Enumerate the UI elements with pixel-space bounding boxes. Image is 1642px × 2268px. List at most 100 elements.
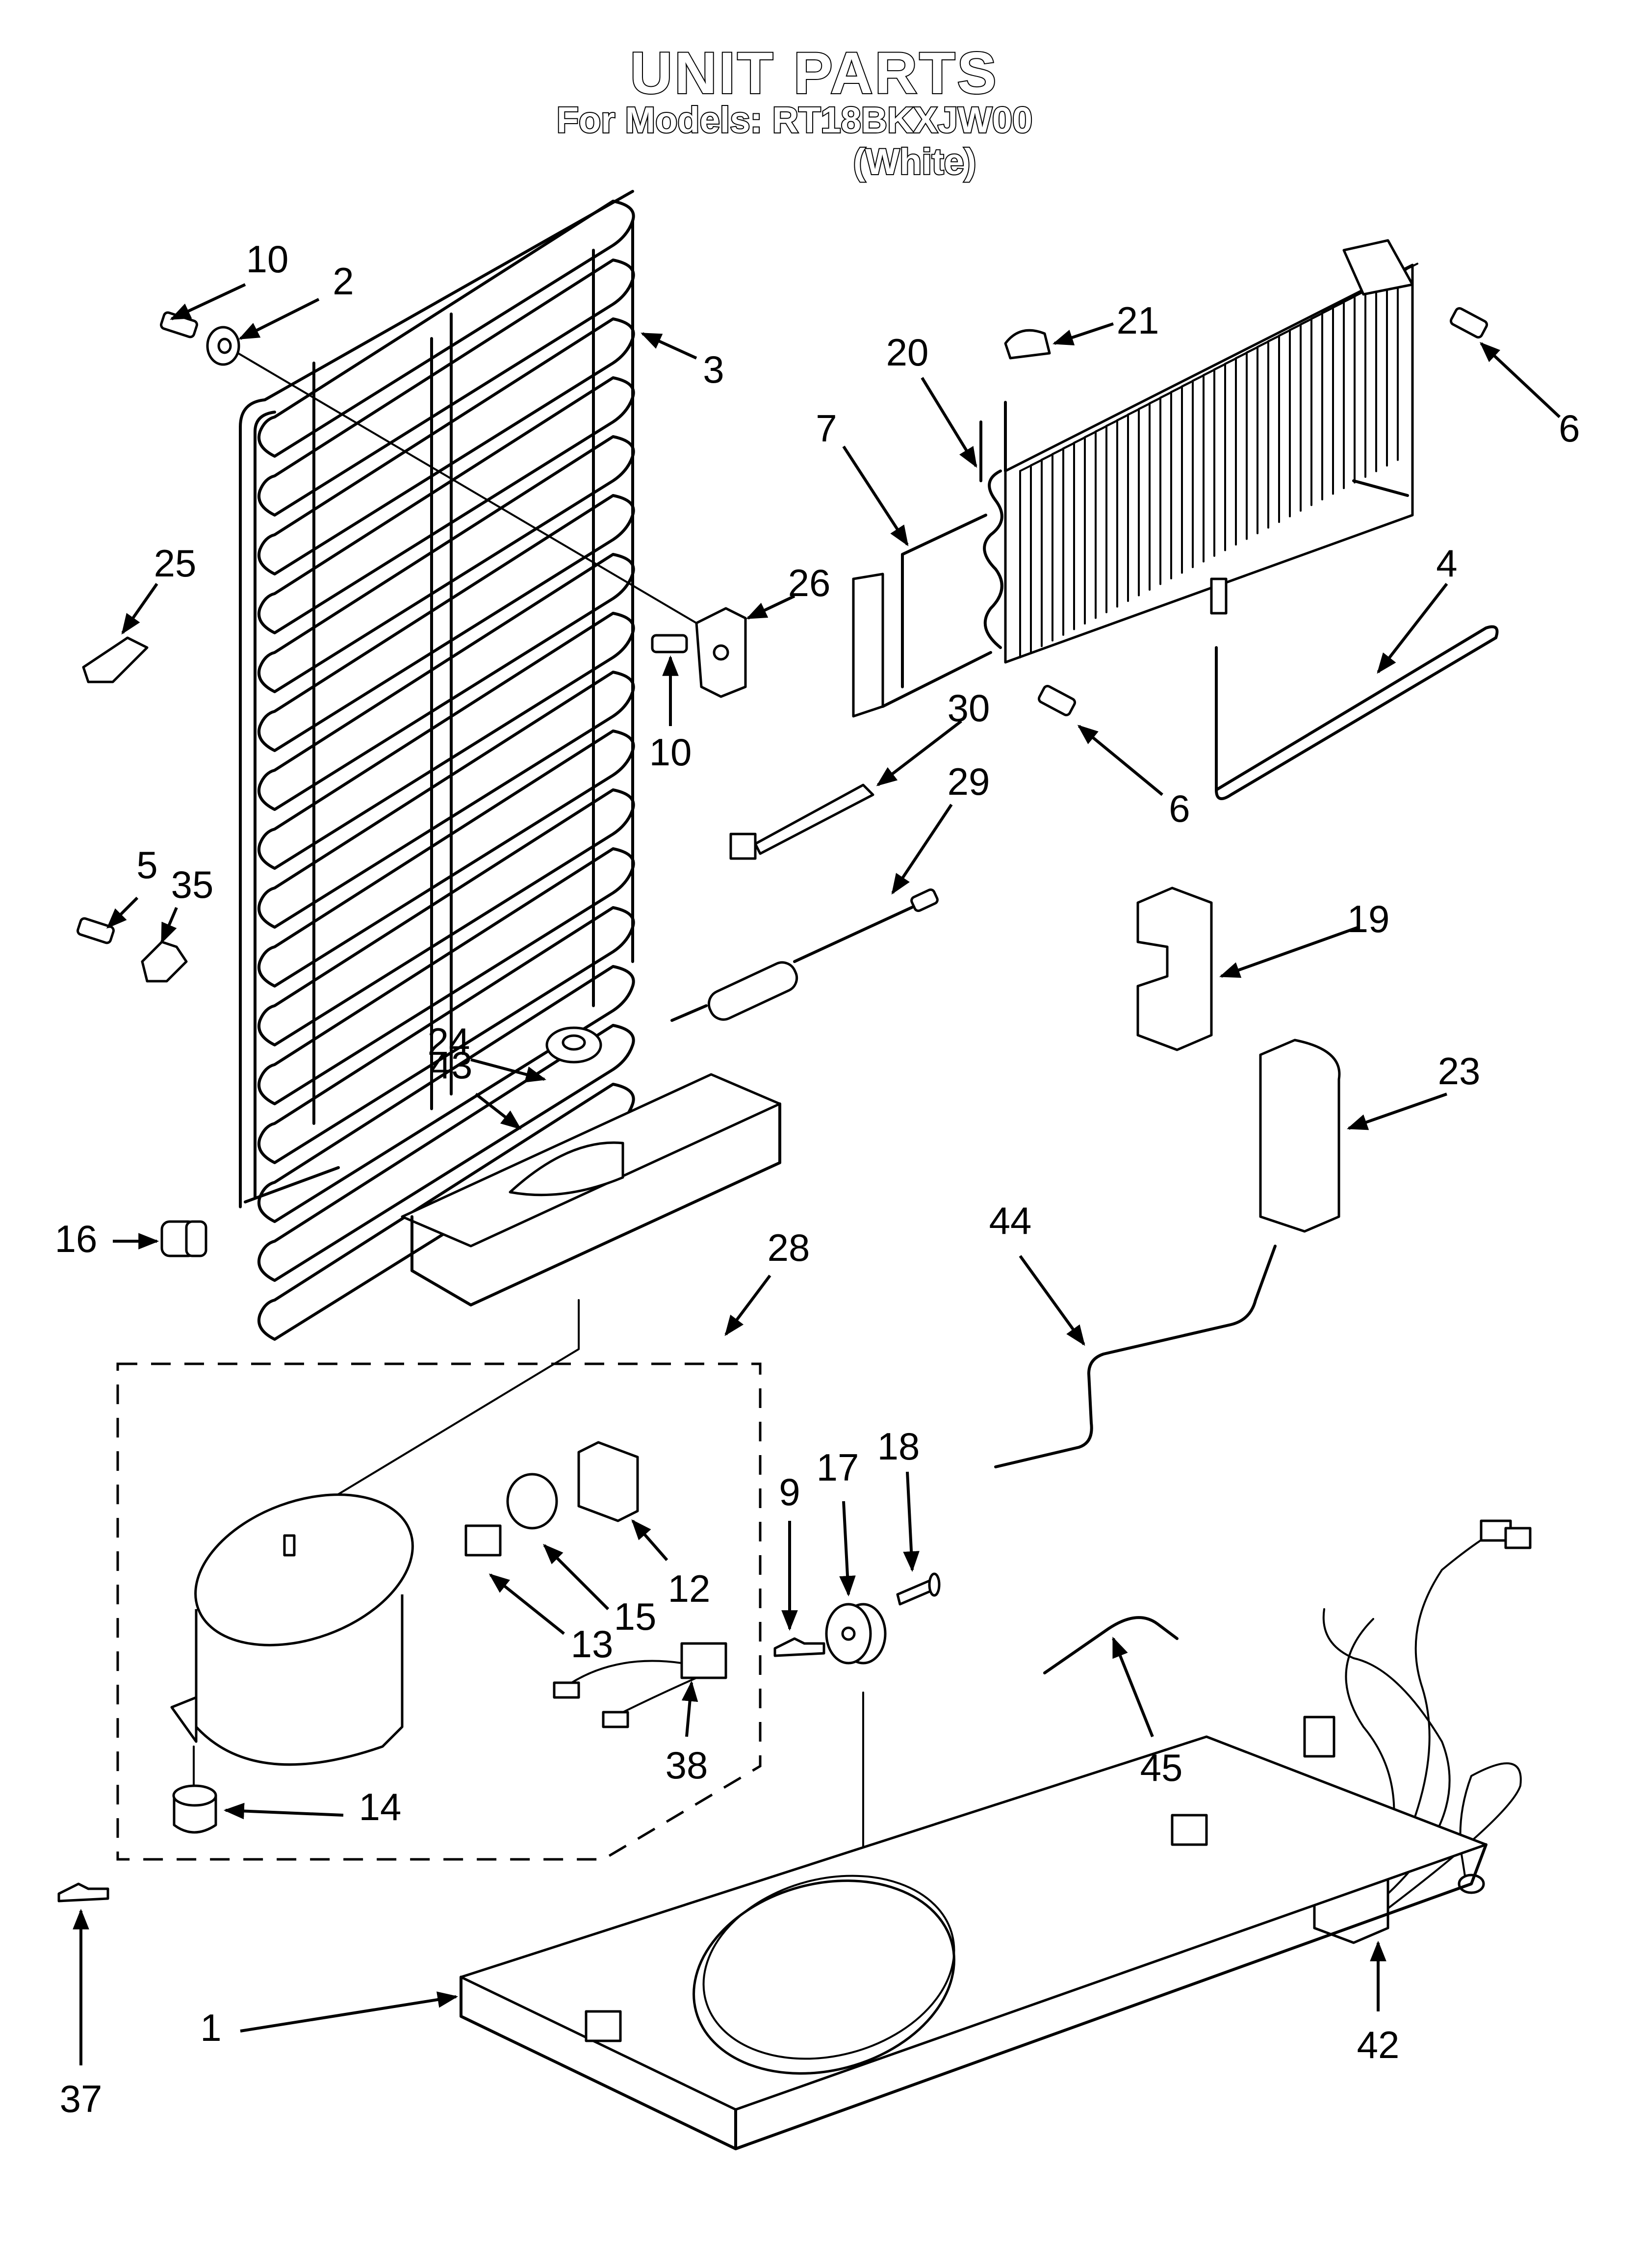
callout-35: 35 [160,863,214,944]
callout-number: 5 [136,843,157,886]
callout-30: 30 [876,686,990,786]
leader-arrow [170,283,246,320]
screw-icon [1037,684,1077,717]
leader-arrow [488,1573,565,1635]
cable-tie [729,783,874,860]
overload-icon [464,1524,502,1557]
nut-icon [545,1026,602,1064]
callout-42: 42 [1357,1940,1400,2066]
callout-10: 10 [170,237,289,320]
evaporator [979,239,1418,664]
callout-15: 15 [543,1544,657,1638]
callout-number: 35 [171,863,214,906]
callout-19: 19 [1219,897,1390,978]
callout-number: 2 [333,260,354,303]
callout-13: 13 [488,1573,613,1666]
models-line: For Models: RT18BKXJW00 [557,100,1032,140]
coil-loop [257,200,635,458]
coil-loop [257,1024,635,1282]
callout-28: 28 [724,1226,810,1336]
callout-23: 23 [1347,1049,1481,1130]
grommet-icon [172,1746,217,1834]
callout-number: 43 [430,1043,473,1087]
insulation-block [1259,1039,1341,1233]
callout-number: 17 [817,1446,859,1489]
drain-pan [401,1073,781,1306]
leader-arrow [1019,1255,1085,1346]
leader-arrow [121,583,158,635]
evaporator-bracket [852,514,992,718]
callout-number: 30 [948,686,990,730]
callout-number: 3 [703,348,724,391]
leader-arrow [1052,322,1114,345]
tube-45 [1043,1616,1179,1674]
clip-icon [1004,329,1051,360]
compressor-kit-boundary [116,1362,762,1861]
callout-24: 24 [428,1020,547,1083]
callout-20: 20 [886,331,977,468]
clip-icon [141,940,188,983]
callout-37: 37 [60,1908,102,2120]
callout-6: 6 [1479,342,1580,450]
callout-number: 14 [359,1785,402,1828]
callout-number: 6 [1169,787,1190,830]
wire-harness [553,1642,727,1728]
callout-12: 12 [631,1519,710,1610]
callout-9: 9 [779,1470,800,1631]
leader-arrow [1479,342,1561,418]
callout-number: 26 [788,561,831,604]
leader-arrow [1347,1093,1447,1130]
callout-45: 45 [1112,1637,1183,1789]
screw-icon [1449,307,1488,339]
callout-18: 18 [877,1425,920,1572]
grommet-icon [206,326,240,366]
callout-number: 15 [614,1595,657,1638]
relay-icon [506,1473,558,1530]
callout-number: 21 [1117,299,1159,342]
callout-number: 10 [649,730,692,774]
callout-number: 19 [1347,897,1390,940]
clip-icon [160,1220,207,1257]
leader-arrow [106,896,139,929]
leader-arrow [1219,926,1360,978]
callout-44: 44 [989,1199,1085,1346]
clip-icon [773,1637,825,1657]
leader-arrow [891,804,953,895]
callout-10: 10 [649,655,692,774]
mount-line [225,345,697,624]
callout-number: 16 [55,1217,98,1260]
connector-line [293,1299,580,1522]
leader-arrow [1077,725,1163,796]
callout-14: 14 [223,1785,402,1828]
callout-38: 38 [666,1680,708,1787]
callout-number: 25 [154,542,197,585]
wheel-icon [825,1603,887,1665]
color-line: (White) [853,141,976,182]
callout-number: 7 [816,407,837,450]
tube-44 [994,1245,1277,1468]
callout-number: 10 [246,237,289,281]
leader-arrow [839,1501,856,1597]
callout-number: 42 [1357,2023,1400,2066]
callout-2: 2 [238,260,354,340]
callout-number: 23 [1438,1049,1481,1093]
leader-arrow [903,1471,920,1572]
callout-number: 45 [1140,1746,1183,1789]
leader-arrow [475,1093,522,1130]
callout-number: 1 [200,2006,221,2049]
callout-43: 43 [430,1043,522,1130]
leader-arrow [470,1058,547,1083]
callout-number: 18 [877,1425,920,1468]
leader-arrow [876,720,962,786]
callout-number: 38 [666,1744,708,1787]
callout-5: 5 [106,843,158,929]
leader-arrow [746,595,795,620]
leader-arrow [641,332,697,360]
screw-icon [651,634,688,653]
coil-loop [257,965,635,1223]
axle-pin-icon [896,1572,941,1606]
callout-number: 4 [1436,542,1457,585]
insulation-block [1136,886,1213,1051]
